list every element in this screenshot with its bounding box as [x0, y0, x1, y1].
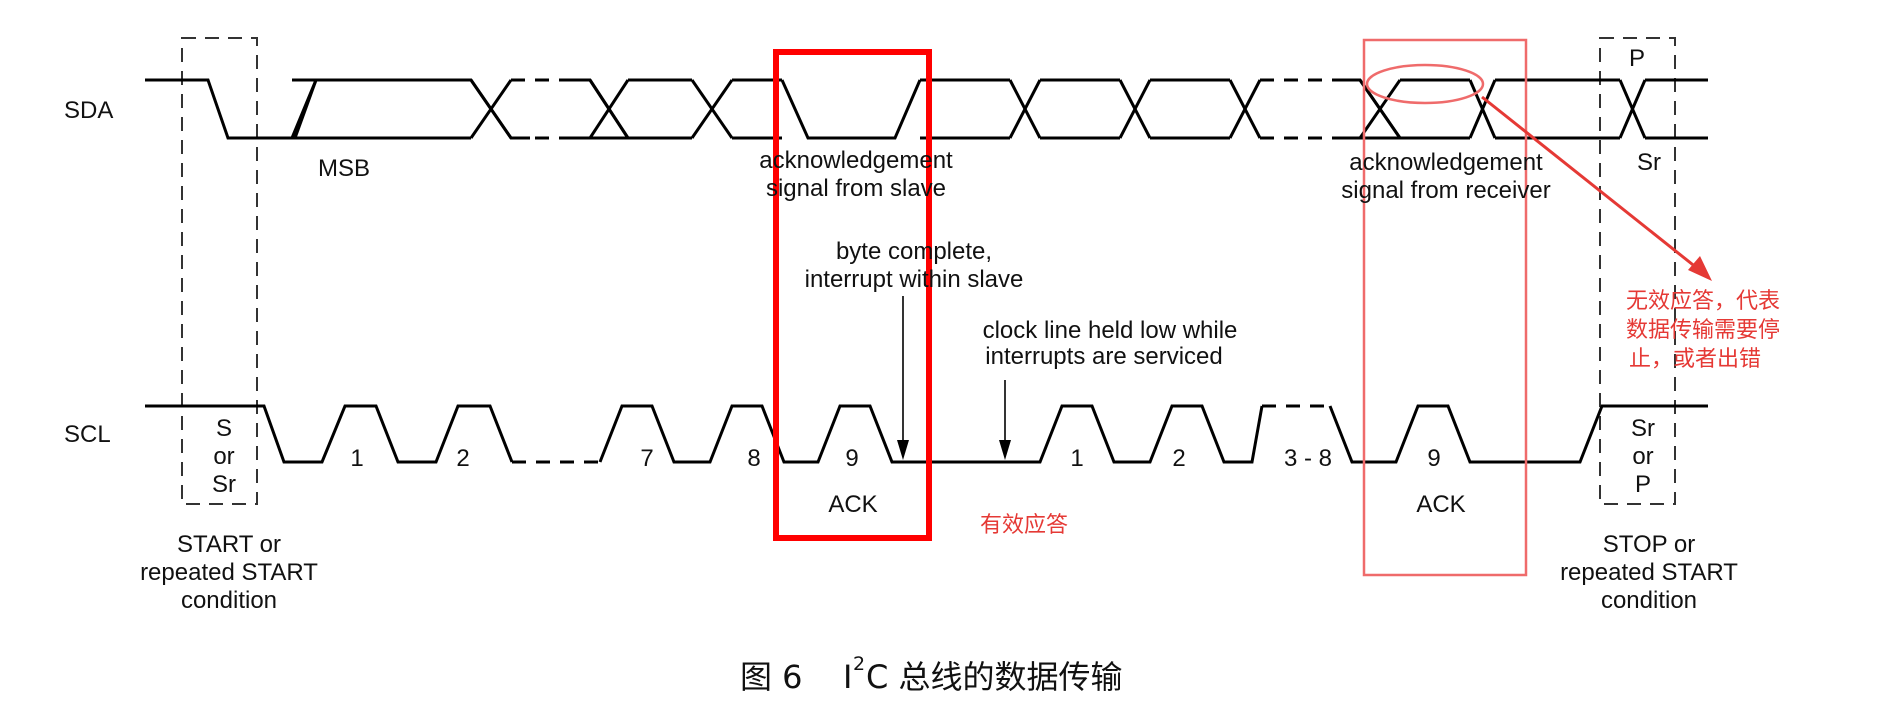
byte-complete-arrow	[897, 296, 909, 460]
start-condition-line2: repeated START	[140, 559, 318, 586]
stop-p-label: P	[1629, 45, 1645, 72]
invalid-ack-note-line3: 止，或者出错	[1629, 347, 1761, 372]
clock-held-line1: clock line held low while	[983, 317, 1238, 344]
msb-label: MSB	[318, 155, 370, 182]
stop-sr-label: Sr	[1637, 149, 1661, 176]
stop-condition-box	[1599, 37, 1676, 505]
sda-waveform	[145, 78, 1708, 140]
invalid-ack-note-line1: 无效应答，代表	[1626, 289, 1780, 314]
start-condition-line1: START or	[177, 531, 281, 558]
caption-rest: C 总线的数据传输	[866, 658, 1123, 696]
stop-condition-line2: repeated START	[1560, 559, 1738, 586]
byte2-bit-2-label: 2	[1172, 445, 1185, 472]
stop-sr-scl-label: Sr	[1631, 415, 1655, 442]
ack-slave-line2: signal from slave	[766, 175, 946, 202]
stop-condition-line1: STOP or	[1603, 531, 1695, 558]
invalid-ack-note-line2: 数据传输需要停	[1626, 318, 1780, 343]
ack-label-2: ACK	[1416, 491, 1465, 518]
ack-label-1: ACK	[828, 491, 877, 518]
scl-label: SCL	[64, 421, 111, 448]
start-condition-box	[181, 37, 258, 505]
scl-waveform	[145, 404, 1708, 464]
start-or-label: or	[213, 443, 234, 470]
byte-complete-line2: interrupt within slave	[805, 266, 1024, 293]
caption-superscript: 2	[853, 653, 865, 675]
start-condition-line3: condition	[181, 587, 277, 614]
stop-condition-line3: condition	[1601, 587, 1697, 614]
sda-label: SDA	[64, 97, 113, 124]
byte2-bit-9-label: 9	[1427, 445, 1440, 472]
bit-8-label: 8	[747, 445, 760, 472]
byte-complete-line1: byte complete,	[836, 238, 992, 265]
caption-prefix: 图 6	[740, 658, 803, 696]
start-s-label: S	[216, 415, 232, 442]
clock-held-line2: interrupts are serviced	[985, 343, 1222, 370]
ack-receiver-line2: signal from receiver	[1341, 177, 1550, 204]
stop-or-scl-label: or	[1632, 443, 1653, 470]
bit-2-label: 2	[456, 445, 469, 472]
caption-i: I	[843, 658, 852, 696]
invalid-ack-highlight-box	[1362, 38, 1528, 577]
valid-ack-highlight-box	[773, 49, 932, 541]
start-sr-label: Sr	[212, 471, 236, 498]
byte2-bits-3-8-label: 3 - 8	[1284, 445, 1332, 472]
clock-held-arrow	[999, 380, 1011, 460]
ack-receiver-line1: acknowledgement	[1349, 149, 1543, 176]
figure-caption: 图 6 I 2 C 总线的数据传输	[740, 653, 1123, 696]
bit-7-label: 7	[640, 445, 653, 472]
nack-pointer-arrow	[1481, 95, 1712, 281]
valid-ack-note: 有效应答	[980, 513, 1068, 538]
stop-p-scl-label: P	[1635, 471, 1651, 498]
ack-slave-line1: acknowledgement	[759, 147, 953, 174]
nack-ellipse	[1365, 63, 1485, 105]
bit-1-label: 1	[350, 445, 363, 472]
bit-9-label: 9	[845, 445, 858, 472]
byte2-bit-1-label: 1	[1070, 445, 1083, 472]
